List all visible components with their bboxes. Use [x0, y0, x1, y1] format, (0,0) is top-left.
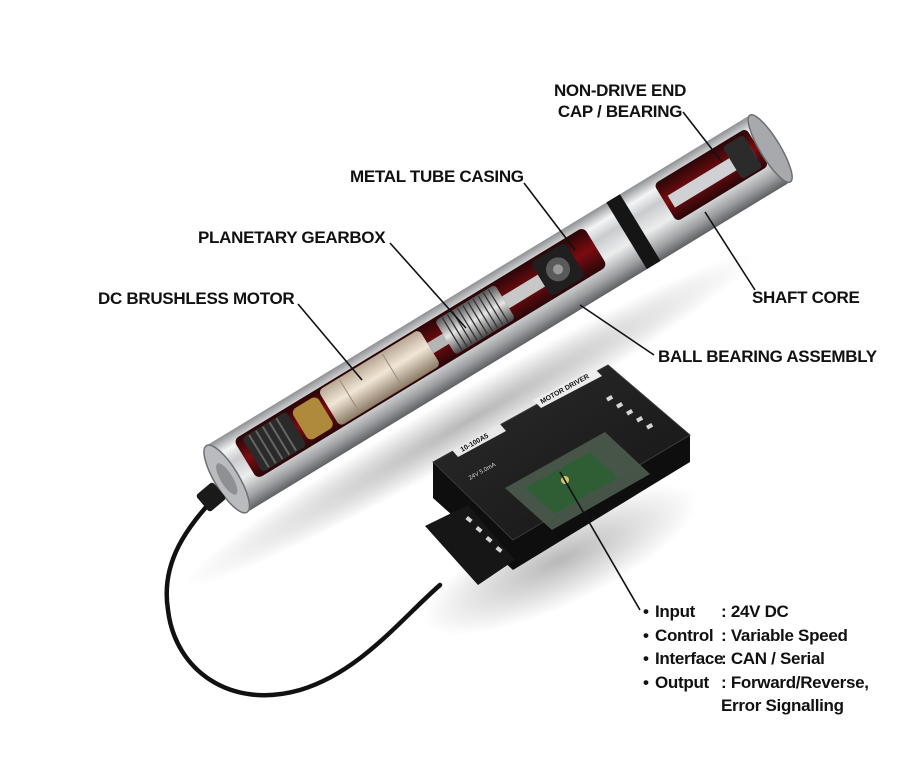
brass-coupling — [292, 397, 333, 440]
cable-gland — [196, 482, 226, 512]
motor-end-rotor — [243, 412, 306, 471]
spec-sep: : — [721, 649, 727, 668]
motor-driver-box — [425, 364, 691, 585]
spec-bullet: • — [643, 672, 649, 692]
motor-cable — [164, 495, 443, 698]
gearbox-output-shaft — [501, 274, 546, 309]
planetary-gearbox — [436, 285, 514, 354]
spec-value: CAN / Serial — [730, 649, 825, 668]
label-ball-bearing-assembly: BALL BEARING ASSEMBLY — [658, 347, 877, 366]
drive-end-hub — [216, 463, 238, 495]
spec-row: • Interface : CAN / Serial — [643, 647, 869, 671]
spec-value: 24V DC — [730, 602, 789, 621]
driver-terminal-strip — [606, 395, 654, 430]
gear-teeth — [441, 289, 509, 351]
leader-driver-specs — [559, 471, 641, 611]
spec-value-continuation: Error Signalling — [721, 696, 844, 715]
driver-model-plate — [452, 424, 506, 457]
label-non-drive-end-line1: NON-DRIVE END — [553, 81, 687, 100]
spec-bullet: • — [643, 649, 649, 668]
spec-value: Variable Speed — [730, 625, 848, 645]
non-drive-end-bearing — [723, 136, 762, 179]
spec-row: • Control : Variable Speed — [643, 624, 869, 648]
label-non-drive-end-line2: CAP / BEARING — [557, 102, 683, 121]
motor-shaft — [427, 332, 451, 354]
spec-bullet: • — [643, 625, 649, 645]
spec-sep: : — [721, 672, 727, 692]
tube-shadow — [183, 252, 757, 588]
spec-value: Forward/Reverse, — [730, 672, 869, 692]
label-shaft-core: SHAFT CORE — [752, 288, 860, 307]
spec-key: Output — [655, 672, 709, 692]
spec-key: Control — [655, 625, 714, 645]
spec-sep: : — [721, 602, 727, 621]
leader-ball-bearing — [579, 304, 655, 356]
spec-row: • Input : 24V DC — [643, 600, 869, 624]
driver-pcb — [525, 452, 618, 514]
leader-metal-tube — [523, 182, 576, 251]
leader-shaft-core — [704, 211, 756, 291]
non-drive-end-cap — [747, 114, 793, 184]
motor-detail-lines — [339, 353, 403, 413]
label-dc-brushless-motor: DC BRUSHLESS MOTOR — [98, 289, 295, 308]
label-non-drive-end: NON-DRIVE END CAP / BEARING — [540, 80, 700, 122]
dc-brushless-motor — [319, 331, 439, 425]
leader-non-drive-end — [682, 111, 723, 163]
spec-row: • Output : Forward/Reverse, — [643, 671, 869, 695]
driver-title-plate — [533, 368, 602, 408]
spec-sep: : — [721, 625, 727, 645]
leader-lines — [297, 111, 756, 611]
driver-shadow — [422, 484, 698, 636]
driver-terminal-strip-left — [465, 515, 503, 553]
spec-row-continuation: Error Signalling — [643, 694, 869, 718]
driver-spec-list: • Input : 24V DC • Control : Variable Sp… — [643, 600, 869, 718]
leader-gearbox — [389, 242, 467, 329]
label-planetary-gearbox: PLANETARY GEARBOX — [198, 228, 386, 247]
spec-bullet: • — [643, 602, 649, 621]
spec-key: Input — [655, 602, 696, 621]
bearing-center — [553, 264, 564, 275]
mounting-flange — [425, 505, 515, 585]
spec-key: Interface — [655, 649, 724, 668]
label-metal-tube-casing: METAL TUBE CASING — [350, 167, 524, 186]
tube-black-sleeve — [606, 194, 661, 270]
leader-motor — [297, 303, 363, 381]
roller-tube — [203, 114, 793, 514]
end-rotor-ribs — [248, 417, 298, 468]
